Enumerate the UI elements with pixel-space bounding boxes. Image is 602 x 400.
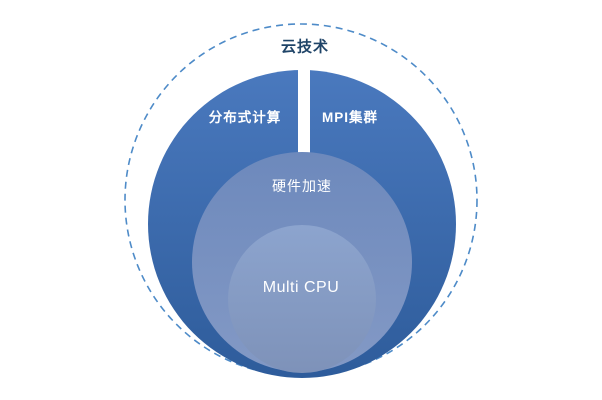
distributed-computing-label: 分布式计算 (208, 110, 282, 125)
multi-cpu-label: Multi CPU (262, 279, 340, 296)
cpu-layer-circle (228, 225, 376, 373)
segment-divider (298, 60, 310, 164)
cloud-technology-label: 云技术 (280, 38, 330, 56)
mpi-cluster-label: MPI集群 (321, 110, 379, 125)
hardware-acceleration-label: 硬件加速 (272, 178, 332, 194)
